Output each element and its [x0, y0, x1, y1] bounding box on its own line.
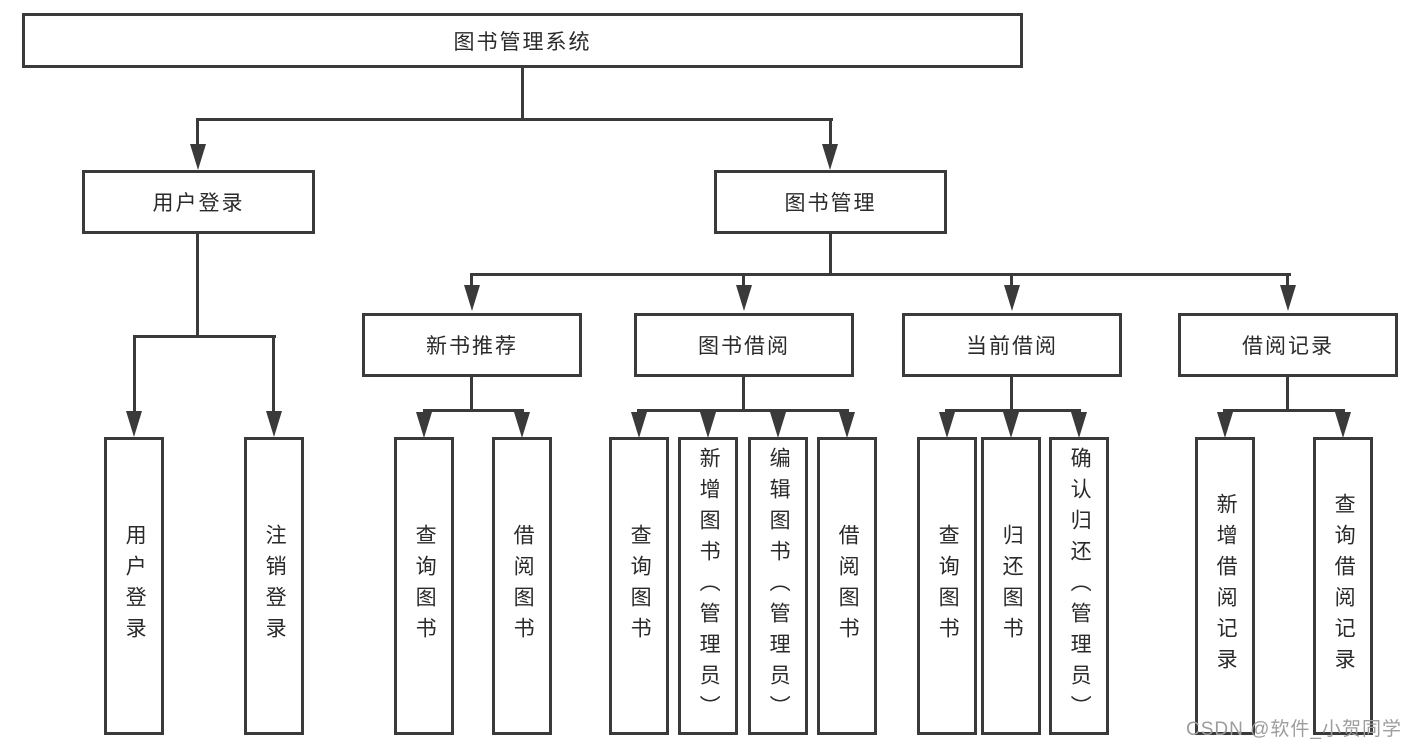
leaf-user-login: 用户登录	[104, 437, 164, 735]
leaf-query-books-current-label: 查询图书	[936, 524, 960, 648]
leaf-borrow-books-borrowing-label: 借阅图书	[836, 524, 860, 648]
arrowhead-to-leaf-add-books	[700, 412, 716, 438]
arrowhead-to-leaf-query-record	[1335, 412, 1351, 438]
arrowhead-to-user-login	[190, 144, 206, 170]
leaf-query-books-recommend-label: 查询图书	[413, 524, 437, 648]
leaf-query-borrow-record: 查询借阅记录	[1313, 437, 1373, 735]
branch-vline-current-borrowing	[1010, 273, 1013, 287]
arrowhead-to-leaf-borrow-books-1	[514, 412, 530, 438]
node-borrowing-records: 借阅记录	[1178, 313, 1398, 377]
leaf-confirm-return-admin-label: 确认归还（管理员）	[1068, 446, 1092, 726]
branch-vline-new-book	[470, 273, 473, 287]
node-book-management: 图书管理	[714, 170, 947, 234]
leaf-return-books: 归还图书	[981, 437, 1041, 735]
user-login-stub-vline	[196, 234, 199, 337]
borrowing-records-split-hline	[1224, 409, 1345, 412]
arrowhead-to-current-borrowing	[1004, 285, 1020, 311]
arrowhead-to-leaf-user-login	[126, 411, 142, 437]
leaf-logout-label: 注销登录	[263, 524, 287, 648]
node-user-login: 用户登录	[82, 170, 315, 234]
leaf-query-books-current: 查询图书	[917, 437, 977, 735]
leaf-edit-books-admin-label: 编辑图书（管理员）	[767, 446, 791, 726]
arrowhead-to-leaf-add-record	[1217, 412, 1233, 438]
arrowhead-to-book-management	[822, 144, 838, 170]
leaf-add-borrow-record-label: 新增借阅记录	[1214, 493, 1238, 679]
leaf-query-books-borrowing-label: 查询图书	[628, 524, 652, 648]
leaf-query-books-recommend: 查询图书	[394, 437, 454, 735]
current-borrowing-stub-vline	[1010, 377, 1013, 411]
arrowhead-to-new-book-recommendation	[464, 285, 480, 311]
root-left-branch-vline	[196, 118, 199, 146]
branch-vline-book-borrowing	[742, 273, 745, 287]
arrowhead-to-leaf-edit-books	[770, 412, 786, 438]
arrowhead-to-leaf-query-books-2	[631, 412, 647, 438]
book-management-split-hline	[471, 273, 1291, 276]
leaf-confirm-return-admin: 确认归还（管理员）	[1049, 437, 1109, 735]
user-login-branch1-vline	[133, 335, 136, 413]
leaf-add-borrow-record: 新增借阅记录	[1195, 437, 1255, 735]
arrowhead-to-leaf-return-books	[1003, 412, 1019, 438]
node-system-root: 图书管理系统	[22, 13, 1023, 68]
arrowhead-to-leaf-query-books-1	[416, 412, 432, 438]
root-split-hline	[196, 118, 833, 121]
root-right-branch-vline	[829, 118, 832, 146]
leaf-edit-books-admin: 编辑图书（管理员）	[748, 437, 808, 735]
root-stub-vline	[521, 67, 524, 121]
arrowhead-to-book-borrowing	[736, 285, 752, 311]
user-login-branch2-vline	[272, 335, 275, 413]
leaf-return-books-label: 归还图书	[1000, 524, 1024, 648]
arrowhead-to-leaf-borrow-books-2	[839, 412, 855, 438]
leaf-borrow-books-recommend-label: 借阅图书	[511, 524, 535, 648]
current-borrowing-split-hline	[946, 409, 1081, 412]
csdn-watermark: CSDN @软件_小贺同学	[1186, 719, 1402, 740]
new-book-stub-vline	[470, 377, 473, 411]
leaf-query-books-borrowing: 查询图书	[609, 437, 669, 735]
branch-vline-borrowing-records	[1286, 273, 1289, 287]
node-book-borrowing: 图书借阅	[634, 313, 854, 377]
leaf-add-books-admin: 新增图书（管理员）	[678, 437, 738, 735]
book-borrowing-split-hline	[638, 409, 849, 412]
node-current-borrowing: 当前借阅	[902, 313, 1122, 377]
user-login-split-hline	[133, 335, 276, 338]
new-book-split-hline	[423, 409, 524, 412]
arrowhead-to-borrowing-records	[1280, 285, 1296, 311]
leaf-query-borrow-record-label: 查询借阅记录	[1332, 493, 1356, 679]
leaf-borrow-books-borrowing: 借阅图书	[817, 437, 877, 735]
arrowhead-to-leaf-logout	[266, 411, 282, 437]
leaf-logout: 注销登录	[244, 437, 304, 735]
book-management-stub-vline	[829, 234, 832, 275]
leaf-user-login-label: 用户登录	[123, 524, 147, 648]
borrowing-records-stub-vline	[1286, 377, 1289, 411]
book-borrowing-stub-vline	[742, 377, 745, 411]
node-new-book-recommendation: 新书推荐	[362, 313, 582, 377]
leaf-add-books-admin-label: 新增图书（管理员）	[697, 446, 721, 726]
leaf-borrow-books-recommend: 借阅图书	[492, 437, 552, 735]
arrowhead-to-leaf-confirm-return	[1071, 412, 1087, 438]
arrowhead-to-leaf-query-books-3	[939, 412, 955, 438]
